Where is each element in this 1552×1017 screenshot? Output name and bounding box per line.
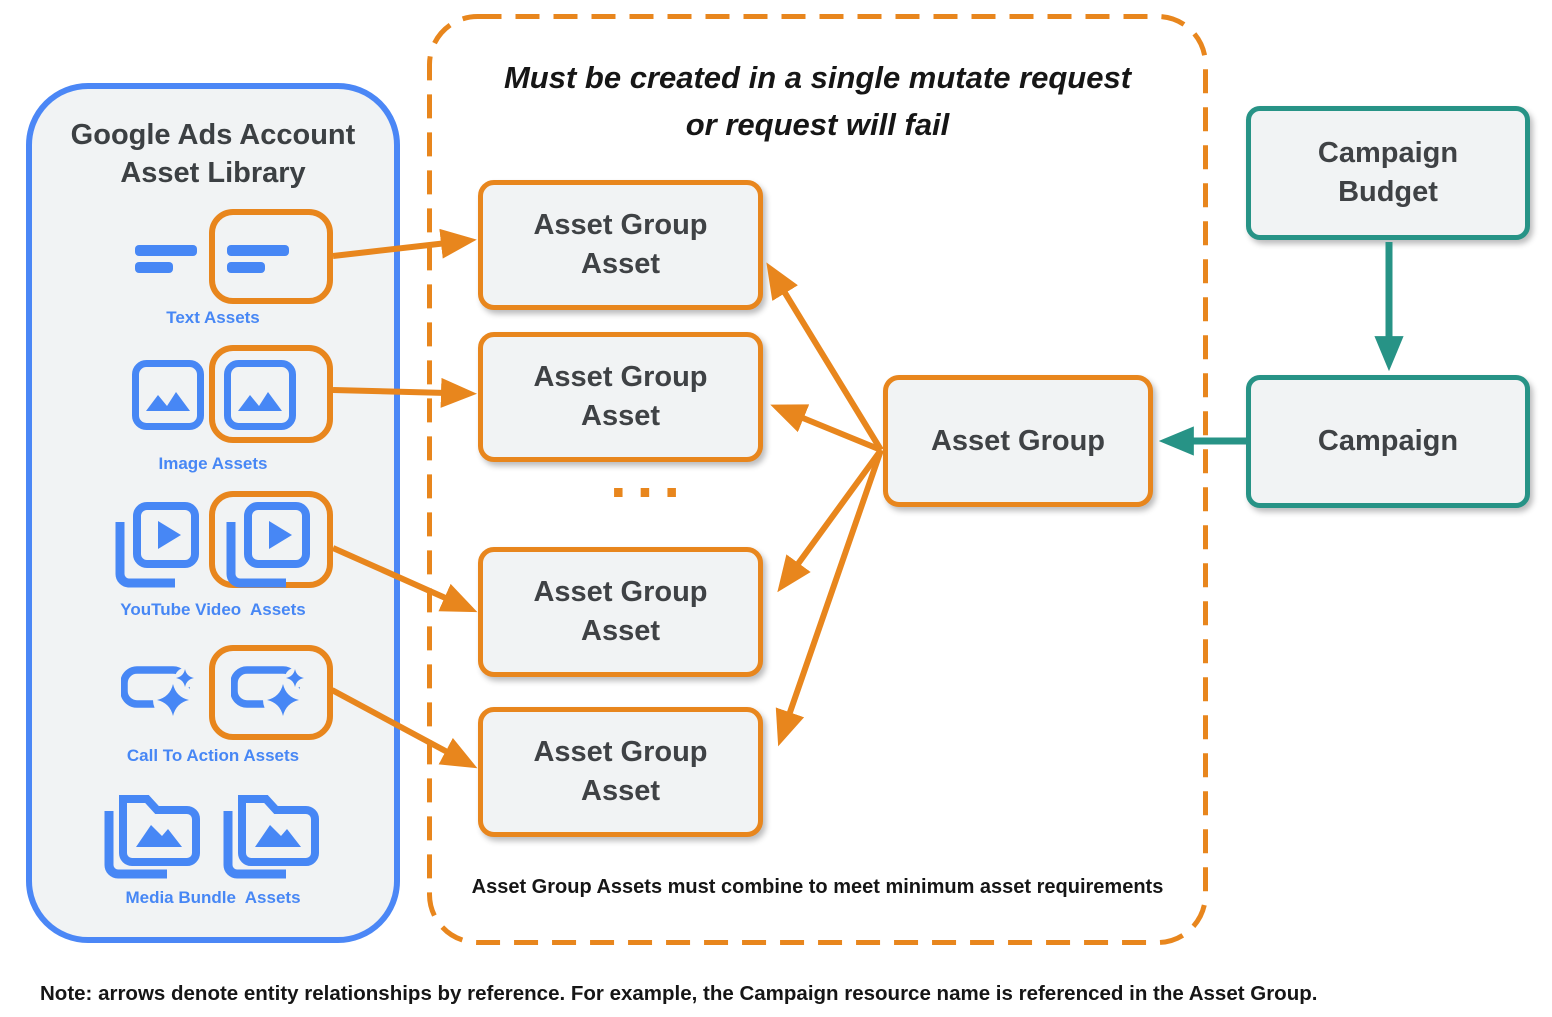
footer-note: Note: arrows denote entity relationships… [40,982,1318,1005]
mutate-title-line2: or request will fail [685,107,950,142]
asset-group-asset-box-4: Asset Group Asset [478,707,763,837]
youtube-video-assets-label: YouTube Video Assets [120,600,306,619]
library-title-line1: Google Ads Account [70,119,356,151]
ellipsis: ... [609,443,690,510]
youtube-video-asset-icon [115,502,199,590]
campaign-box: Campaign [1246,375,1530,508]
asset-group-asset-label: Asset Group Asset [533,736,708,807]
call-to-action-asset-icon [121,662,195,718]
text-asset-icon [227,245,289,273]
asset-group-box: Asset Group [883,375,1153,507]
media-bundle-asset-icon [103,783,200,880]
media-bundle-assets-label: Media Bundle Assets [125,888,301,907]
asset-group-asset-box-3: Asset Group Asset [478,547,763,677]
image-asset-highlight-box [209,345,333,443]
media-bundle-asset-icon [222,783,319,880]
call-to-action-assets-label: Call To Action Assets [126,746,300,765]
image-assets-label: Image Assets [158,454,268,473]
mutate-panel-title: Must be created in a single mutate reque… [427,54,1208,148]
campaign-budget-box: Campaign Budget [1246,106,1530,240]
asset-group-asset-label: Asset Group Asset [533,576,708,647]
mutate-panel-caption: Asset Group Assets must combine to meet … [471,876,1164,898]
call-to-action-asset-icon [231,662,305,718]
library-title-line2: Asset Library [120,157,306,189]
asset-group-asset-label: Asset Group Asset [533,361,708,432]
text-asset-highlight-box [209,209,333,304]
campaign-label: Campaign [1317,425,1459,457]
asset-group-asset-label: Asset Group Asset [533,209,708,280]
image-asset-icon [224,360,296,430]
image-asset-icon [132,360,204,430]
campaign-budget-label: Campaign Budget [1317,137,1459,208]
text-assets-label: Text Assets [166,308,260,327]
dashed-border [427,14,1208,945]
call-to-action-asset-highlight-box [209,645,333,740]
asset-group-asset-box-1: Asset Group Asset [478,180,763,310]
asset-group-asset-box-2: Asset Group Asset [478,332,763,462]
mutate-title-line1: Must be created in a single mutate reque… [503,60,1132,95]
youtube-video-asset-icon [226,502,310,590]
asset-group-label: Asset Group [930,424,1106,457]
text-asset-icon [135,245,197,273]
